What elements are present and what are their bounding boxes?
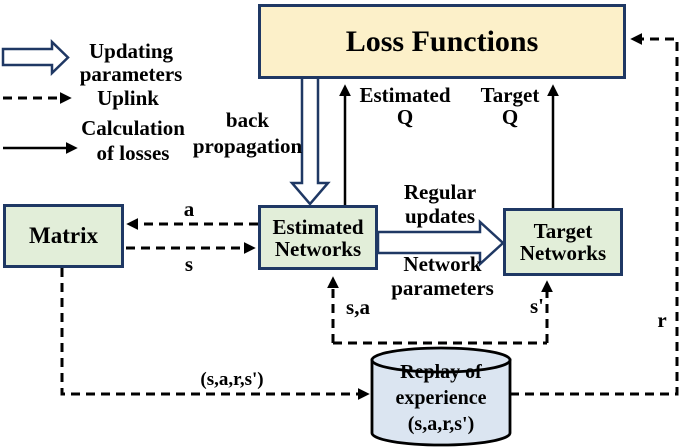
estimated-networks-line1: Estimated (272, 214, 364, 239)
estimated-networks-line2: Networks (274, 236, 362, 261)
node-matrix: Matrix (3, 204, 124, 268)
node-target-networks: Target Networks (503, 208, 623, 276)
target-networks-line2: Networks (519, 241, 607, 265)
node-loss-functions: Loss Functions (258, 4, 626, 79)
back-propagation-arrow (289, 74, 331, 206)
replay-buffer-label: Replay of experience (s,a,r,s') (395, 361, 487, 435)
uplink-path-matrix-to-replay (60, 268, 370, 400)
replay-cylinder-top (370, 346, 512, 374)
state-label: s (184, 252, 194, 276)
node-estimated-networks: Estimated Networks (258, 205, 378, 270)
target-networks-line1: Target (533, 219, 593, 243)
reward-label: r (657, 308, 667, 332)
legend-uplink: Uplink (97, 86, 159, 110)
back-propagation-label: back propagation (192, 108, 303, 158)
target-q-label: Target Q (480, 83, 540, 129)
legend-hollow-arrow-icon (1, 39, 70, 76)
next-state-label: s' (529, 294, 544, 318)
uplink-path-reward-to-loss (510, 33, 679, 396)
state-action-label: s,a (346, 295, 370, 319)
loss-functions-label: Loss Functions (345, 24, 539, 58)
regular-updates-arrow (376, 219, 505, 267)
legend-updating-parameters: Updating parameters (79, 39, 183, 86)
legend-calculation-of-losses: Calculation of losses (81, 116, 185, 165)
estimated-q-label: Estimated Q (359, 83, 451, 129)
replay-cylinder-body (370, 358, 512, 447)
matrix-label: Matrix (29, 223, 98, 248)
regular-updates-label: Regular updates (403, 180, 477, 228)
action-label: a (183, 197, 195, 221)
transition-tuple-label: (s,a,r,s') (200, 369, 264, 390)
network-parameters-label: Network parameters (391, 252, 494, 300)
